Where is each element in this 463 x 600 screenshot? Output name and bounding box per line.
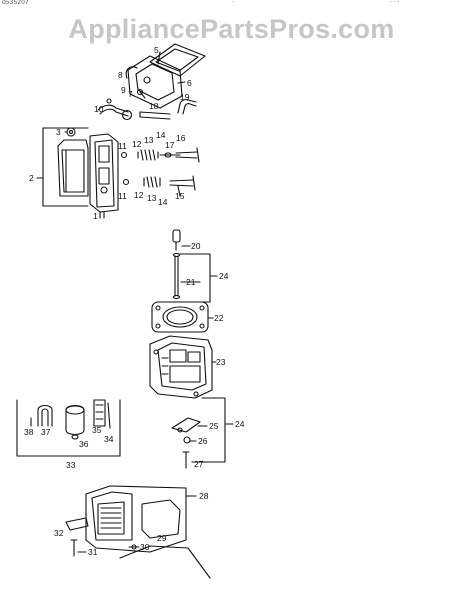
tube-18 (139, 111, 171, 120)
part-label: 30 (140, 542, 150, 552)
part-label: 17 (165, 140, 175, 150)
breather-hose-10 (97, 98, 133, 121)
bracket-32 (65, 517, 89, 531)
part-label: 16 (176, 133, 186, 143)
part-label: 25 (209, 421, 219, 431)
part-label: 23 (216, 357, 226, 367)
part-label: 20 (191, 241, 201, 251)
part-label: 33 (66, 460, 76, 470)
part-label: 12 (134, 190, 144, 200)
part-label: 27 (194, 459, 204, 469)
cylinder-head-1 (89, 133, 119, 219)
part-label: 31 (88, 547, 98, 557)
bracket-30-29 (119, 545, 211, 579)
gasket-35 (93, 399, 106, 427)
stud-20 (172, 229, 181, 251)
part-label: 1 (93, 211, 98, 221)
part-label: 37 (41, 427, 51, 437)
part-label: 2 (29, 173, 34, 183)
tube-19 (177, 99, 197, 115)
part-label: 26 (198, 436, 208, 446)
part-label: 21 (186, 277, 196, 287)
corner-fragment-left: 0535207 (2, 0, 29, 6)
leader-5 (157, 51, 161, 65)
reed-valve-37 (37, 404, 53, 427)
breather-tube-8 (125, 66, 138, 79)
part-label: 22 (214, 313, 224, 323)
shroud-28 (85, 485, 187, 553)
screw-31 (70, 539, 78, 557)
corner-fragment-center: · (232, 0, 234, 6)
screw-30 (128, 544, 140, 550)
part-label: 15 (175, 191, 185, 201)
breather-chamber-36 (65, 404, 85, 440)
head-gasket-22 (151, 301, 209, 333)
part-label: 14 (156, 130, 166, 140)
valve-train-upper (120, 147, 200, 163)
part-label: 24 (219, 271, 229, 281)
part-label: 8 (118, 70, 123, 80)
corner-fragment-right: · · · (390, 0, 400, 6)
screen-29 (141, 499, 181, 539)
part-label: 13 (144, 135, 154, 145)
part-label: 7 (128, 89, 133, 99)
part-label: 14 (158, 197, 168, 207)
rocker-arm-25 (171, 417, 201, 433)
part-label: 19 (180, 92, 190, 102)
part-label: 11 (118, 191, 127, 201)
part-label: 11 (118, 141, 127, 151)
part-label: 29 (157, 533, 167, 543)
bracket-24-lower (191, 397, 226, 463)
crankcase-cover-2 (42, 127, 89, 207)
screw-27 (182, 451, 190, 469)
part-label: 24 (235, 419, 245, 429)
nut-26 (183, 436, 191, 444)
part-label: 32 (54, 528, 64, 538)
part-label: 34 (104, 434, 114, 444)
pushrod-21 (172, 252, 181, 300)
valve-cover-gasket-5 (149, 43, 206, 77)
part-label: 12 (132, 139, 142, 149)
part-label: 9 (121, 85, 126, 95)
part-label: 36 (79, 439, 89, 449)
part-label: 18 (149, 101, 159, 111)
part-label: 10 (94, 104, 104, 114)
spring-34 (107, 402, 111, 429)
part-label: 35 (92, 425, 102, 435)
leader-6 (177, 81, 186, 84)
watermark-text: AppliancePartsPros.com (68, 14, 395, 44)
part-label: 13 (147, 193, 157, 203)
part-label: 6 (187, 78, 192, 88)
cylinder-23 (149, 335, 213, 399)
part-label: 5 (154, 45, 159, 55)
bracket-33 (16, 399, 121, 457)
part-label: 3 (56, 127, 61, 137)
part-label: 38 (24, 427, 34, 437)
screw-7 (136, 88, 146, 99)
valve-train-lower (122, 175, 196, 197)
part-label: 28 (199, 491, 209, 501)
